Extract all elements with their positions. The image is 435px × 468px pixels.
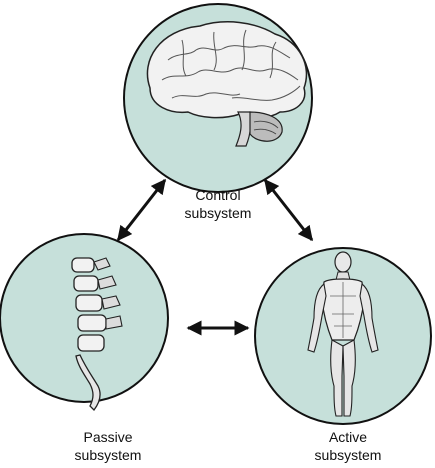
- control-node: [123, 3, 313, 193]
- arrow-control-active: [263, 178, 314, 242]
- active-node: [254, 247, 432, 425]
- control-caption: Control subsystem: [168, 186, 268, 222]
- muscular-figure-icon: [307, 251, 379, 417]
- passive-node: [0, 233, 169, 411]
- arrow-control-passive: [116, 178, 167, 242]
- brain-icon: [146, 21, 308, 147]
- passive-caption-line2: subsystem: [74, 447, 142, 463]
- spine-icon: [71, 257, 123, 411]
- control-caption-line2: subsystem: [184, 205, 252, 221]
- passive-caption-line1: Passive: [83, 429, 133, 445]
- active-caption-line1: Active: [328, 429, 368, 445]
- control-caption-line1: Control: [195, 187, 241, 203]
- active-caption: Active subsystem: [298, 428, 398, 464]
- passive-caption: Passive subsystem: [58, 428, 158, 464]
- active-caption-line2: subsystem: [314, 447, 382, 463]
